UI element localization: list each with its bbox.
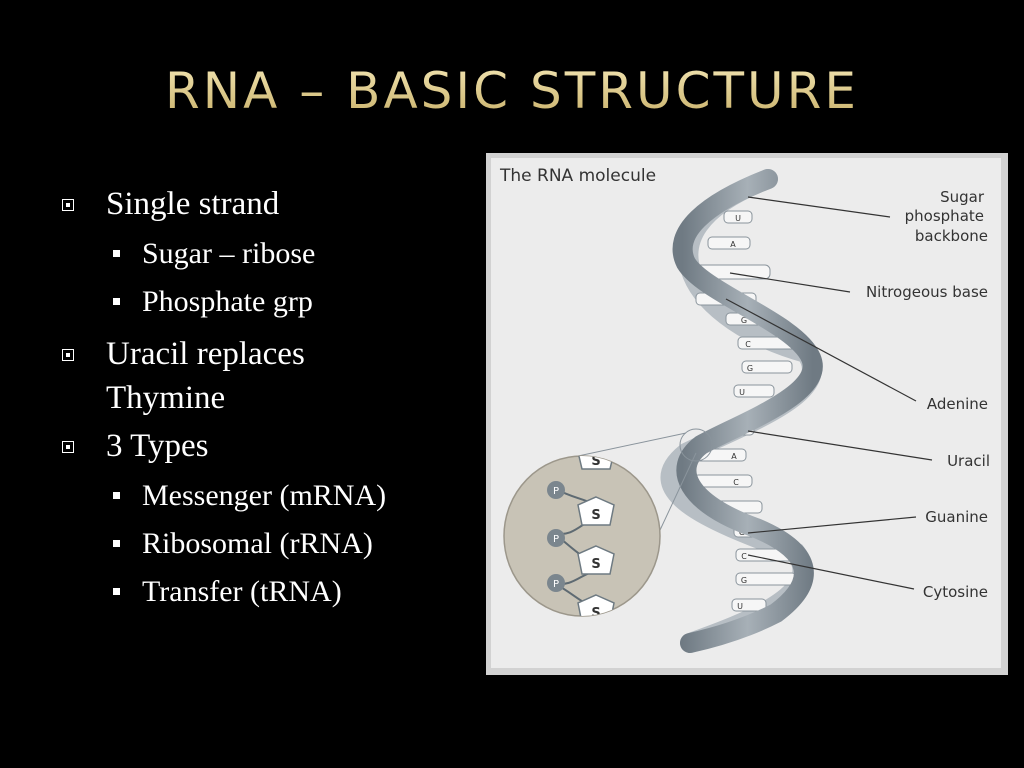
- sugar-pentagon: S: [577, 545, 615, 575]
- leader-lines: [725, 196, 933, 590]
- slide-title: RNA – BASIC STRUCTURE: [0, 62, 1024, 120]
- svg-text:C: C: [733, 478, 739, 487]
- base-rung: G: [741, 360, 793, 374]
- label-uracil: Uracil: [947, 452, 990, 470]
- label-backbone: backbone: [915, 227, 988, 245]
- base-rung: G: [735, 572, 797, 586]
- inset-source-circle: [679, 428, 713, 462]
- small-square-bullet-icon: [113, 588, 120, 595]
- label-phosphate: phosphate: [905, 207, 984, 225]
- svg-text:G: G: [747, 364, 753, 373]
- base-rung: U: [731, 598, 767, 612]
- small-square-bullet-icon: [113, 298, 120, 305]
- inset-magnifier: S S S S P: [503, 454, 661, 621]
- rna-strand-front: [672, 169, 823, 653]
- small-square-bullet-icon: [113, 250, 120, 257]
- base-rung: U: [733, 384, 775, 398]
- svg-text:A: A: [731, 452, 737, 461]
- svg-text:G: G: [741, 576, 747, 585]
- phosphate-circle: P: [547, 574, 565, 592]
- svg-text:P: P: [553, 486, 559, 497]
- sub-bullet-sugar: Sugar – ribose: [58, 230, 478, 278]
- svg-text:U: U: [735, 214, 741, 223]
- sub-bullet-ribosomal: Ribosomal (rRNA): [58, 520, 478, 568]
- svg-text:S: S: [591, 508, 600, 523]
- svg-text:C: C: [745, 340, 751, 349]
- base-rung: C: [693, 474, 753, 488]
- small-square-bullet-icon: [113, 492, 120, 499]
- square-bullet-icon: [62, 441, 74, 453]
- sub-bullet-transfer: Transfer (tRNA): [58, 568, 478, 616]
- svg-text:P: P: [553, 579, 559, 590]
- sugar-pentagon: S: [577, 496, 615, 526]
- bullet-single-strand: Single strand: [58, 182, 478, 226]
- inset-guide-line: [653, 452, 697, 544]
- base-rung: U: [723, 210, 753, 224]
- svg-text:U: U: [739, 388, 745, 397]
- small-square-bullet-icon: [113, 540, 120, 547]
- square-bullet-icon: [62, 199, 74, 211]
- phosphate-circle: P: [547, 481, 565, 499]
- svg-text:A: A: [730, 240, 736, 249]
- phosphate-circle: P: [547, 529, 565, 547]
- svg-text:G: G: [741, 316, 747, 325]
- bullet-list: Single strand Sugar – ribose Phosphate g…: [58, 182, 478, 616]
- square-bullet-icon: [62, 349, 74, 361]
- label-guanine: Guanine: [925, 508, 988, 526]
- label-nitrogenous-base: Nitrogeous base: [866, 283, 988, 301]
- bullet-uracil: Uracil replaces Thymine: [58, 332, 478, 420]
- bullet-types: 3 Types: [58, 424, 478, 468]
- svg-text:S: S: [591, 557, 600, 572]
- inset-guide-line: [563, 432, 687, 460]
- sub-bullet-messenger: Messenger (mRNA): [58, 472, 478, 520]
- figure-labels: Sugar phosphate backbone Nitrogeous base…: [866, 188, 990, 601]
- sugar-pentagon: S: [577, 454, 615, 470]
- svg-text:S: S: [591, 454, 600, 469]
- svg-text:C: C: [741, 552, 747, 561]
- sub-bullet-phosphate: Phosphate grp: [58, 278, 478, 326]
- label-adenine: Adenine: [927, 395, 988, 413]
- rna-diagram-svg: The RNA molecule U A G G C G U U A C G C…: [499, 166, 990, 653]
- figure-caption: The RNA molecule: [499, 166, 656, 186]
- rna-molecule-figure: The RNA molecule U A G G C G U U A C G C…: [486, 153, 1008, 675]
- label-cytosine: Cytosine: [923, 583, 988, 601]
- label-sugar: Sugar: [940, 188, 985, 206]
- svg-text:P: P: [553, 534, 559, 545]
- base-rung: A: [707, 236, 751, 250]
- sugar-pentagon: S: [577, 594, 615, 621]
- svg-text:U: U: [737, 602, 743, 611]
- svg-text:S: S: [591, 606, 600, 621]
